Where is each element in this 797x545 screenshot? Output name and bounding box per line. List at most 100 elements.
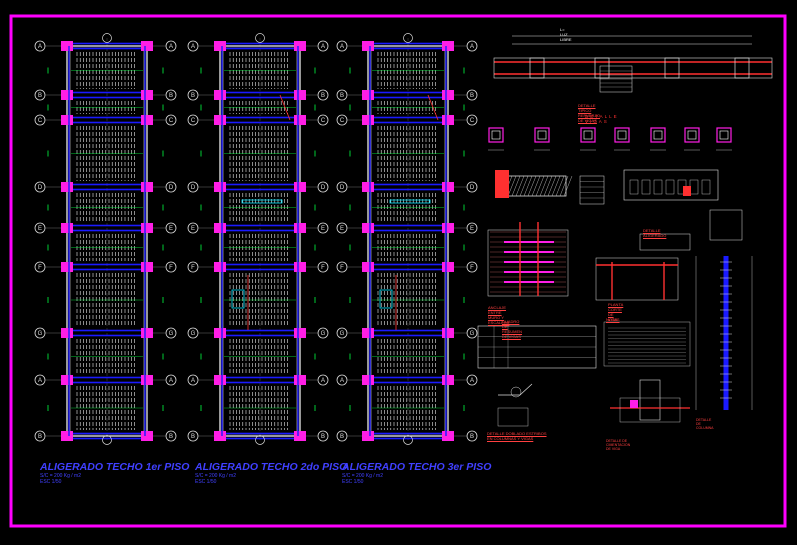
column-node xyxy=(362,41,374,51)
column-node xyxy=(61,431,73,441)
column-node xyxy=(362,182,374,192)
slab-hatch xyxy=(527,175,537,197)
vigas-title: DETALLE VIGAS xyxy=(585,114,619,124)
plan-scale-3: ESC 1/50 xyxy=(342,479,364,485)
column-node xyxy=(294,182,306,192)
grid-bubble-label: B xyxy=(38,93,42,99)
slab-hatch xyxy=(507,175,517,197)
column-cut-title: PLANTA CORTE DE VIGA xyxy=(608,302,624,322)
grid-bubble-label: G xyxy=(38,331,43,337)
joist-small xyxy=(709,209,743,241)
grid-bubble-label: E xyxy=(169,226,173,232)
beam-section-stirrup xyxy=(491,130,501,140)
grid-bubble-label: A xyxy=(191,378,195,384)
grid-bubble-label: A xyxy=(340,44,344,50)
anchorage-frame xyxy=(487,229,569,297)
column-node xyxy=(442,223,454,233)
column-node xyxy=(442,182,454,192)
column-node xyxy=(294,41,306,51)
grid-bubble-top xyxy=(403,33,413,43)
slab-hatch xyxy=(547,175,557,197)
column-node xyxy=(362,328,374,338)
plan-title-1-text: ALIGERADO TECHO 1er PISO xyxy=(40,461,190,473)
beam-section xyxy=(716,127,732,143)
beam-section-stirrup xyxy=(617,130,627,140)
grid-bubble-label: C xyxy=(470,118,475,124)
grid-bubble-label: D xyxy=(38,185,43,191)
slab-hatch xyxy=(539,175,549,197)
column-node xyxy=(141,41,153,51)
notes-title: NOTAS xyxy=(606,317,620,322)
grid-bubble-label: B xyxy=(38,434,42,440)
sheet-frame xyxy=(9,14,787,528)
stair-line xyxy=(389,199,431,204)
grid-bubble-label: A xyxy=(340,378,344,384)
joist-section xyxy=(639,233,691,251)
column-node xyxy=(141,262,153,272)
column-node xyxy=(214,182,226,192)
detail-area xyxy=(477,35,773,427)
grid-bubble-label: F xyxy=(38,265,42,271)
beam-outline xyxy=(493,57,773,79)
column-node xyxy=(442,115,454,125)
grid-bubble-label: F xyxy=(470,265,474,271)
grid-bubble-label: A xyxy=(169,44,173,50)
beam-support xyxy=(594,57,610,79)
plan-title-2-text: ALIGERADO TECHO 2do PISO xyxy=(195,461,348,473)
outer-wall xyxy=(367,45,449,437)
grid-bubble-top xyxy=(403,435,413,445)
slab-hatch xyxy=(555,175,565,197)
column-node xyxy=(294,90,306,100)
slab-hatch xyxy=(511,175,521,197)
column-node xyxy=(61,90,73,100)
joist-block xyxy=(629,179,639,195)
column-node xyxy=(141,223,153,233)
grid-bubble-label: C xyxy=(340,118,345,124)
joist-title: DETALLE ALIGERADO xyxy=(643,228,667,238)
beam-section xyxy=(684,127,700,143)
grid-bubble-label: A xyxy=(191,44,195,50)
column-node xyxy=(442,41,454,51)
grid-bubble-label: B xyxy=(340,434,344,440)
beam-section-stirrup xyxy=(653,130,663,140)
column-node xyxy=(214,41,226,51)
beam xyxy=(217,183,303,191)
column-node xyxy=(214,223,226,233)
column-node xyxy=(214,262,226,272)
opening xyxy=(379,289,393,309)
grid-bubble-label: E xyxy=(321,226,325,232)
grid-bubble-label: G xyxy=(321,331,326,337)
beam-section xyxy=(650,127,666,143)
column-node xyxy=(442,431,454,441)
grid-bubble-label: D xyxy=(340,185,345,191)
grid-bubble-label: A xyxy=(38,378,42,384)
column-node xyxy=(294,223,306,233)
partition xyxy=(279,94,291,121)
beam xyxy=(64,263,150,271)
column-node xyxy=(214,90,226,100)
grid-bubble-top xyxy=(255,435,265,445)
grid-bubble-label: D xyxy=(321,185,326,191)
beam-section xyxy=(488,127,504,143)
column-node xyxy=(362,262,374,272)
grid-bubble-label: A xyxy=(321,378,325,384)
grid-bubble-label: B xyxy=(470,434,474,440)
hook-table xyxy=(497,407,529,427)
hook-detail xyxy=(498,383,533,396)
slab-rebar-block xyxy=(495,170,509,198)
grid-bubble-label: G xyxy=(340,331,345,337)
grid-bubble-label: B xyxy=(321,93,325,99)
slab-hatch xyxy=(559,175,569,197)
grid-bubble-label: E xyxy=(38,226,42,232)
joist-block xyxy=(689,179,699,195)
slab-hatch xyxy=(551,175,561,197)
beam-support xyxy=(664,57,680,79)
outer-wall xyxy=(219,45,301,437)
grid-bubble-label: B xyxy=(470,93,474,99)
column-node xyxy=(362,223,374,233)
plan-title-3: ALIGERADO TECHO 3er PISO S/C = 200 Kg / … xyxy=(342,461,491,485)
footing-column xyxy=(639,379,661,421)
grid-bubble-label: F xyxy=(340,265,344,271)
